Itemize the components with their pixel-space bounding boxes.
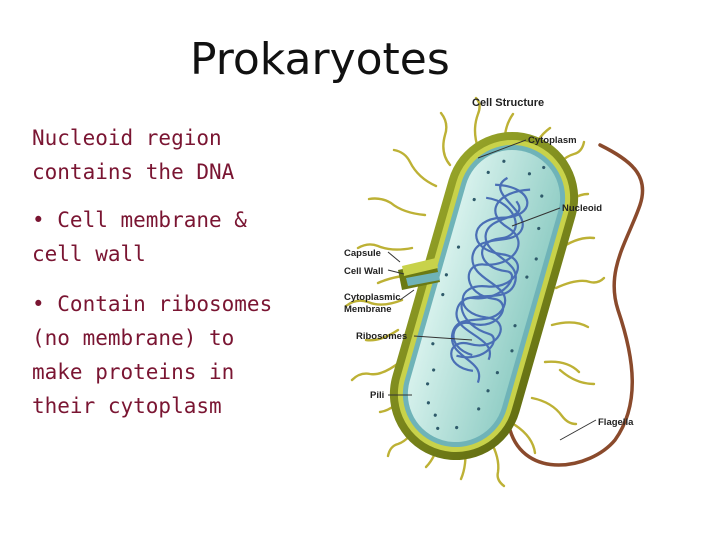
- bullet-ribosomes-line-2: (no membrane) to: [32, 326, 235, 350]
- bullet-ribosomes: • Contain ribosomes (no membrane) to mak…: [32, 287, 332, 423]
- label-capsule: Capsule: [344, 248, 381, 259]
- bullet-ribosomes-line-3: make proteins in: [32, 360, 235, 384]
- nucleoid-dna: [450, 176, 531, 384]
- bacterium-body: [389, 131, 579, 461]
- bullet-membrane-line-2: cell wall: [32, 242, 146, 266]
- label-ribosomes: Ribosomes: [356, 331, 407, 342]
- label-cell-wall: Cell Wall: [344, 266, 383, 277]
- slide-title: Prokaryotes: [190, 34, 450, 85]
- bullet-membrane-line-1: • Cell membrane &: [32, 208, 247, 232]
- bullet-membrane: • Cell membrane & cell wall: [32, 203, 332, 271]
- label-cytoplasmic-line-2: Membrane: [344, 304, 392, 315]
- bullet-nucleoid-line-1: Nucleoid region: [32, 126, 222, 150]
- bullet-nucleoid-line-2: contains the DNA: [32, 160, 235, 184]
- cutaway-layers: [398, 258, 440, 290]
- bullet-ribosomes-line-1: • Contain ribosomes: [32, 292, 273, 316]
- label-pili: Pili: [370, 390, 384, 401]
- label-flagella: Flagella: [598, 417, 634, 428]
- leader-lines: [387, 139, 597, 441]
- pili-group: [344, 96, 606, 488]
- label-cytoplasmic-line-1: Cytoplasmic: [344, 292, 401, 303]
- label-cytoplasm: Cytoplasm: [528, 135, 577, 146]
- flagellum: [508, 143, 645, 467]
- label-nucleoid: Nucleoid: [562, 203, 602, 214]
- bullet-ribosomes-line-4: their cytoplasm: [32, 394, 222, 418]
- label-cell-structure: Cell Structure: [472, 97, 544, 109]
- bullet-nucleoid: Nucleoid region contains the DNA: [32, 121, 332, 189]
- ribosome-dots: [425, 159, 546, 430]
